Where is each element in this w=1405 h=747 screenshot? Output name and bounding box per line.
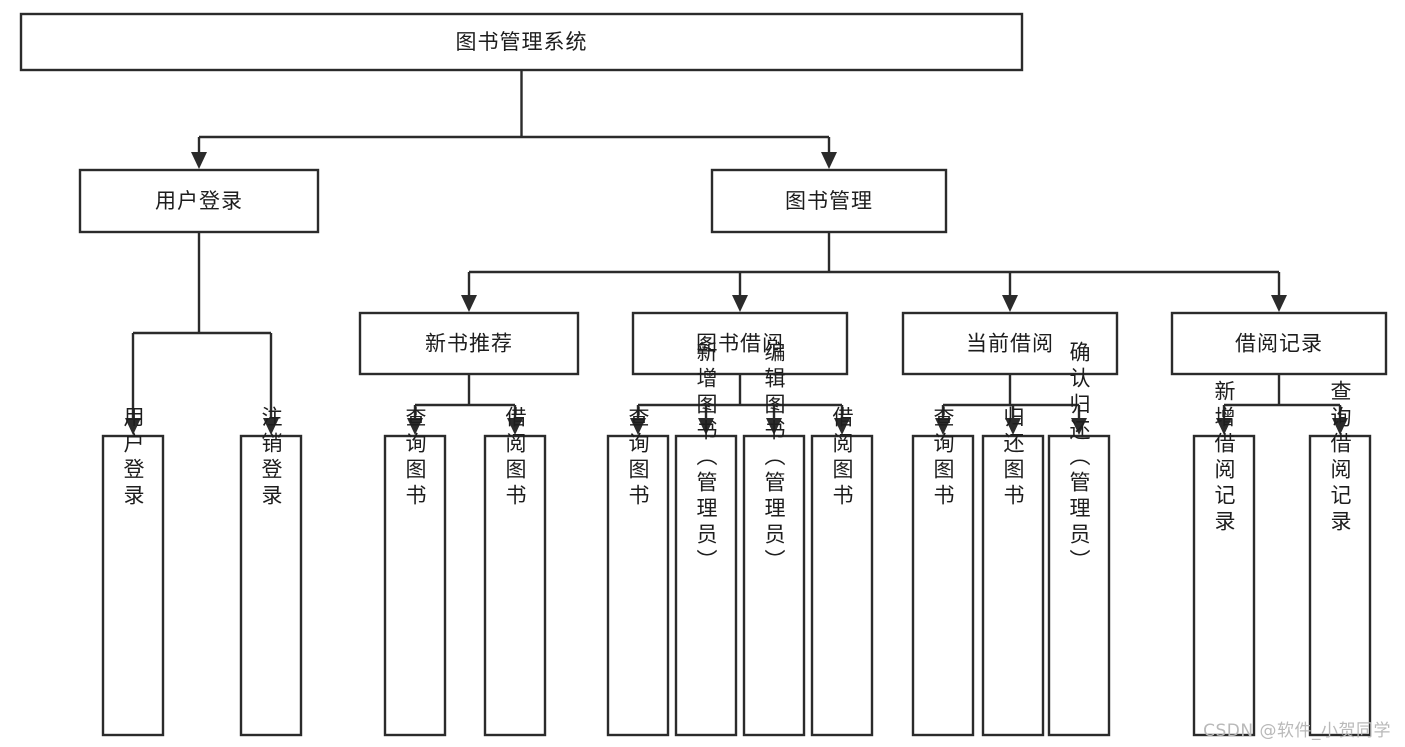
node-box-user-logout [239, 434, 303, 737]
connector-lines-group [125, 70, 1348, 435]
arrow-into-user-login [191, 152, 207, 169]
arrow-into-query-books-3 [935, 418, 951, 435]
node-label-add-borrow-record: 新增借阅记录 [1212, 380, 1236, 536]
node-box-borrow-records [1170, 311, 1388, 376]
node-box-user-login [78, 168, 320, 234]
node-box-query-books-2 [606, 434, 670, 737]
node-label-book-management: 图书管理 [785, 189, 873, 213]
node-user-login-do[interactable]: 用户登录 [101, 406, 165, 737]
node-box-confirm-return-admin [1047, 434, 1111, 737]
arrow-into-return-books [1005, 418, 1021, 435]
node-user-logout[interactable]: 注销登录 [239, 406, 303, 737]
node-label-return-books: 归还图书 [1001, 406, 1025, 510]
arrow-into-book-management [821, 152, 837, 169]
arrow-into-user-logout [263, 418, 279, 435]
node-query-books-3[interactable]: 查询图书 [911, 406, 975, 737]
node-label-borrow-books-2: 借阅图书 [830, 406, 854, 510]
node-box-borrow-books-2 [810, 434, 874, 737]
node-query-books-2[interactable]: 查询图书 [606, 406, 670, 737]
node-user-login[interactable]: 用户登录 [78, 168, 320, 234]
arrow-into-query-borrow-record [1332, 418, 1348, 435]
node-root[interactable]: 图书管理系统 [19, 12, 1024, 72]
node-box-borrow-books-1 [483, 434, 547, 737]
node-box-book-management [710, 168, 948, 234]
node-label-query-borrow-record: 查询借阅记录 [1328, 380, 1352, 536]
node-box-add-book-admin [674, 434, 738, 737]
arrow-into-add-book-admin [698, 418, 714, 435]
node-book-management[interactable]: 图书管理 [710, 168, 948, 234]
node-label-query-books-2: 查询图书 [626, 406, 650, 510]
node-query-books-1[interactable]: 查询图书 [383, 406, 447, 737]
node-label-confirm-return-admin: 确认归还（管理员） [1067, 341, 1091, 575]
arrow-into-current-borrowing [1002, 295, 1018, 312]
arrow-into-new-book-recommend [461, 295, 477, 312]
node-label-book-borrowing: 图书借阅 [696, 332, 784, 356]
node-box-query-books-3 [911, 434, 975, 737]
node-label-add-book-admin: 新增图书（管理员） [694, 341, 718, 575]
node-borrow-books-2[interactable]: 借阅图书 [810, 406, 874, 737]
node-box-new-book-recommend [358, 311, 580, 376]
node-current-borrowing[interactable]: 当前借阅 [901, 311, 1119, 376]
node-box-edit-book-admin [742, 434, 806, 737]
node-label-user-login: 用户登录 [155, 189, 243, 213]
node-box-return-books [981, 434, 1045, 737]
node-borrow-books-1[interactable]: 借阅图书 [483, 406, 547, 737]
node-label-borrow-records: 借阅记录 [1235, 332, 1323, 356]
arrow-into-add-borrow-record [1216, 418, 1232, 435]
node-query-borrow-record[interactable]: 查询借阅记录 [1308, 380, 1372, 737]
node-label-root: 图书管理系统 [456, 30, 588, 54]
node-box-current-borrowing [901, 311, 1119, 376]
node-box-query-borrow-record [1308, 434, 1372, 737]
node-label-current-borrowing: 当前借阅 [966, 332, 1054, 356]
node-add-book-admin[interactable]: 新增图书（管理员） [674, 341, 738, 737]
arrow-into-query-books-2 [630, 418, 646, 435]
node-return-books[interactable]: 归还图书 [981, 406, 1045, 737]
node-box-user-login-do [101, 434, 165, 737]
node-add-borrow-record[interactable]: 新增借阅记录 [1192, 380, 1256, 737]
node-box-query-books-1 [383, 434, 447, 737]
arrow-into-user-login-do [125, 418, 141, 435]
node-confirm-return-admin[interactable]: 确认归还（管理员） [1047, 341, 1111, 737]
node-edit-book-admin[interactable]: 编辑图书（管理员） [742, 341, 806, 737]
arrow-into-book-borrowing [732, 295, 748, 312]
node-borrow-records[interactable]: 借阅记录 [1170, 311, 1388, 376]
node-box-book-borrowing [631, 311, 849, 376]
node-new-book-recommend[interactable]: 新书推荐 [358, 311, 580, 376]
node-label-new-book-recommend: 新书推荐 [425, 332, 513, 356]
node-label-user-logout: 注销登录 [259, 406, 283, 510]
node-box-root [19, 12, 1024, 72]
arrow-into-borrow-books-2 [834, 418, 850, 435]
arrow-into-edit-book-admin [766, 418, 782, 435]
arrow-into-query-books-1 [407, 418, 423, 435]
node-book-borrowing[interactable]: 图书借阅 [631, 311, 849, 376]
arrow-into-confirm-return-admin [1071, 418, 1087, 435]
arrow-into-borrow-books-1 [507, 418, 523, 435]
arrow-into-borrow-records [1271, 295, 1287, 312]
node-label-edit-book-admin: 编辑图书（管理员） [762, 341, 786, 575]
node-label-user-login-do: 用户登录 [121, 406, 145, 510]
node-boxes-group: 图书管理系统用户登录用户登录注销登录图书管理新书推荐查询图书借阅图书图书借阅查询… [19, 12, 1388, 737]
node-label-query-books-1: 查询图书 [403, 406, 427, 510]
node-label-borrow-books-1: 借阅图书 [503, 406, 527, 510]
node-label-query-books-3: 查询图书 [931, 406, 955, 510]
node-box-add-borrow-record [1192, 434, 1256, 737]
